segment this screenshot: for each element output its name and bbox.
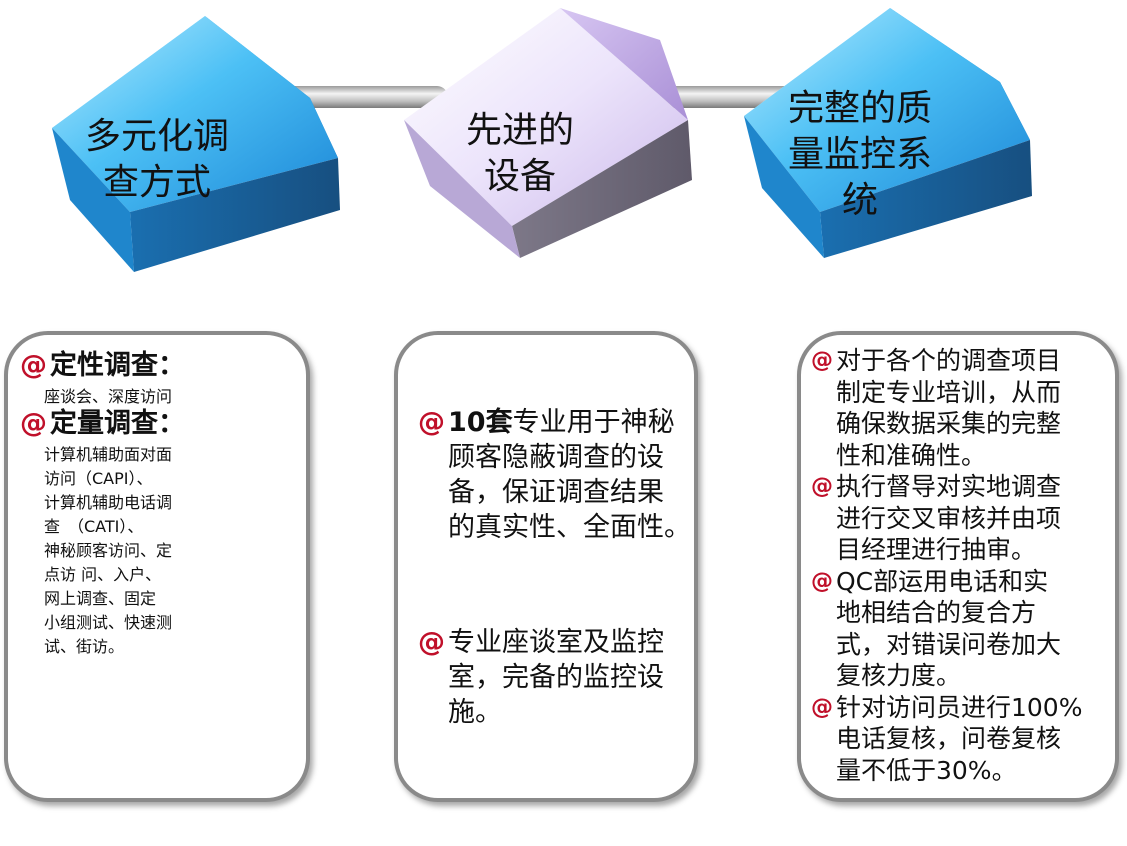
item-text: QC部运用电话和实 地相结合的复合方 式，对错误问卷加大 复核力度。 <box>836 566 1062 691</box>
list-item: @ QC部运用电话和实 地相结合的复合方 式，对错误问卷加大 复核力度。 <box>811 566 1115 692</box>
bullet-icon: @ <box>418 407 445 438</box>
item-heading: 定性调查： <box>50 350 185 381</box>
cube-1-label: 多元化调 查方式 <box>84 116 229 203</box>
cube-3-label: 完整的质 量监控系 统 <box>787 88 932 221</box>
item-text: 执行督导对实地调查 进行交叉审核并由项 目经理进行抽审。 <box>836 472 1062 564</box>
list-item: @ 10套专业用于神秘 顾客隐蔽调查的设 备，保证调查结果 的真实性、全面性。 <box>418 405 694 545</box>
cube-2-label: 先进的 设备 <box>465 110 574 197</box>
bullet-icon: @ <box>20 408 47 439</box>
item-heading: 定量调查： <box>50 408 185 439</box>
bullet-icon: @ <box>418 627 445 658</box>
item-lead: 10套 <box>448 407 513 438</box>
panel-quality-control: @ 对于各个的调查项目 制定专业培训，从而 确保数据采集的完整 性和准确性。 @… <box>797 331 1119 802</box>
item-text: 计算机辅助面对面 访问（CAPI）、 计算机辅助电话调 查 （CATI）、 神秘… <box>44 445 173 656</box>
bullet-icon: @ <box>811 348 833 373</box>
panel-equipment-list: @ 10套专业用于神秘 顾客隐蔽调查的设 备，保证调查结果 的真实性、全面性。 … <box>418 405 694 730</box>
list-item: @ 专业座谈室及监控 室，完备的监控设 施。 <box>418 625 694 730</box>
list-item: @ 对于各个的调查项目 制定专业培训，从而 确保数据采集的完整 性和准确性。 <box>811 345 1115 471</box>
bullet-icon: @ <box>811 474 833 499</box>
bullet-icon: @ <box>811 568 833 594</box>
panel-quality-control-list: @ 对于各个的调查项目 制定专业培训，从而 确保数据采集的完整 性和准确性。 @… <box>811 345 1115 787</box>
cube-1 <box>52 16 340 272</box>
item-text: 座谈会、深度访问 <box>44 387 173 406</box>
item-text: 对于各个的调查项目 制定专业培训，从而 确保数据采集的完整 性和准确性。 <box>836 346 1062 470</box>
list-item: @ 定量调查： <box>20 407 306 441</box>
bullet-icon: @ <box>811 694 833 720</box>
panel-equipment: @ 10套专业用于神秘 顾客隐蔽调查的设 备，保证调查结果 的真实性、全面性。 … <box>394 331 698 802</box>
panel-survey-methods-list: @ 定性调查： 座谈会、深度访问 @ 定量调查： 计算机辅助面对面 访问（CAP… <box>20 349 306 657</box>
cube-2 <box>404 8 692 258</box>
panel-survey-methods: @ 定性调查： 座谈会、深度访问 @ 定量调查： 计算机辅助面对面 访问（CAP… <box>4 331 310 802</box>
list-item: @ 执行督导对实地调查 进行交叉审核并由项 目经理进行抽审。 <box>811 471 1115 566</box>
list-item: @ 针对访问员进行100% 电话复核，问卷复核 量不低于30%。 <box>811 692 1115 787</box>
item-text: 专业座谈室及监控 室，完备的监控设 施。 <box>448 627 664 728</box>
cube-3 <box>744 8 1032 258</box>
bullet-icon: @ <box>20 350 47 381</box>
item-text: 专业用于神秘 顾客隐蔽调查的设 备，保证调查结果 的真实性、全面性。 <box>448 407 691 543</box>
list-item: @ 定性调查： <box>20 349 306 383</box>
item-text: 针对访问员进行100% 电话复核，问卷复核 量不低于30%。 <box>836 692 1083 785</box>
connector-rod-1 <box>268 86 448 108</box>
